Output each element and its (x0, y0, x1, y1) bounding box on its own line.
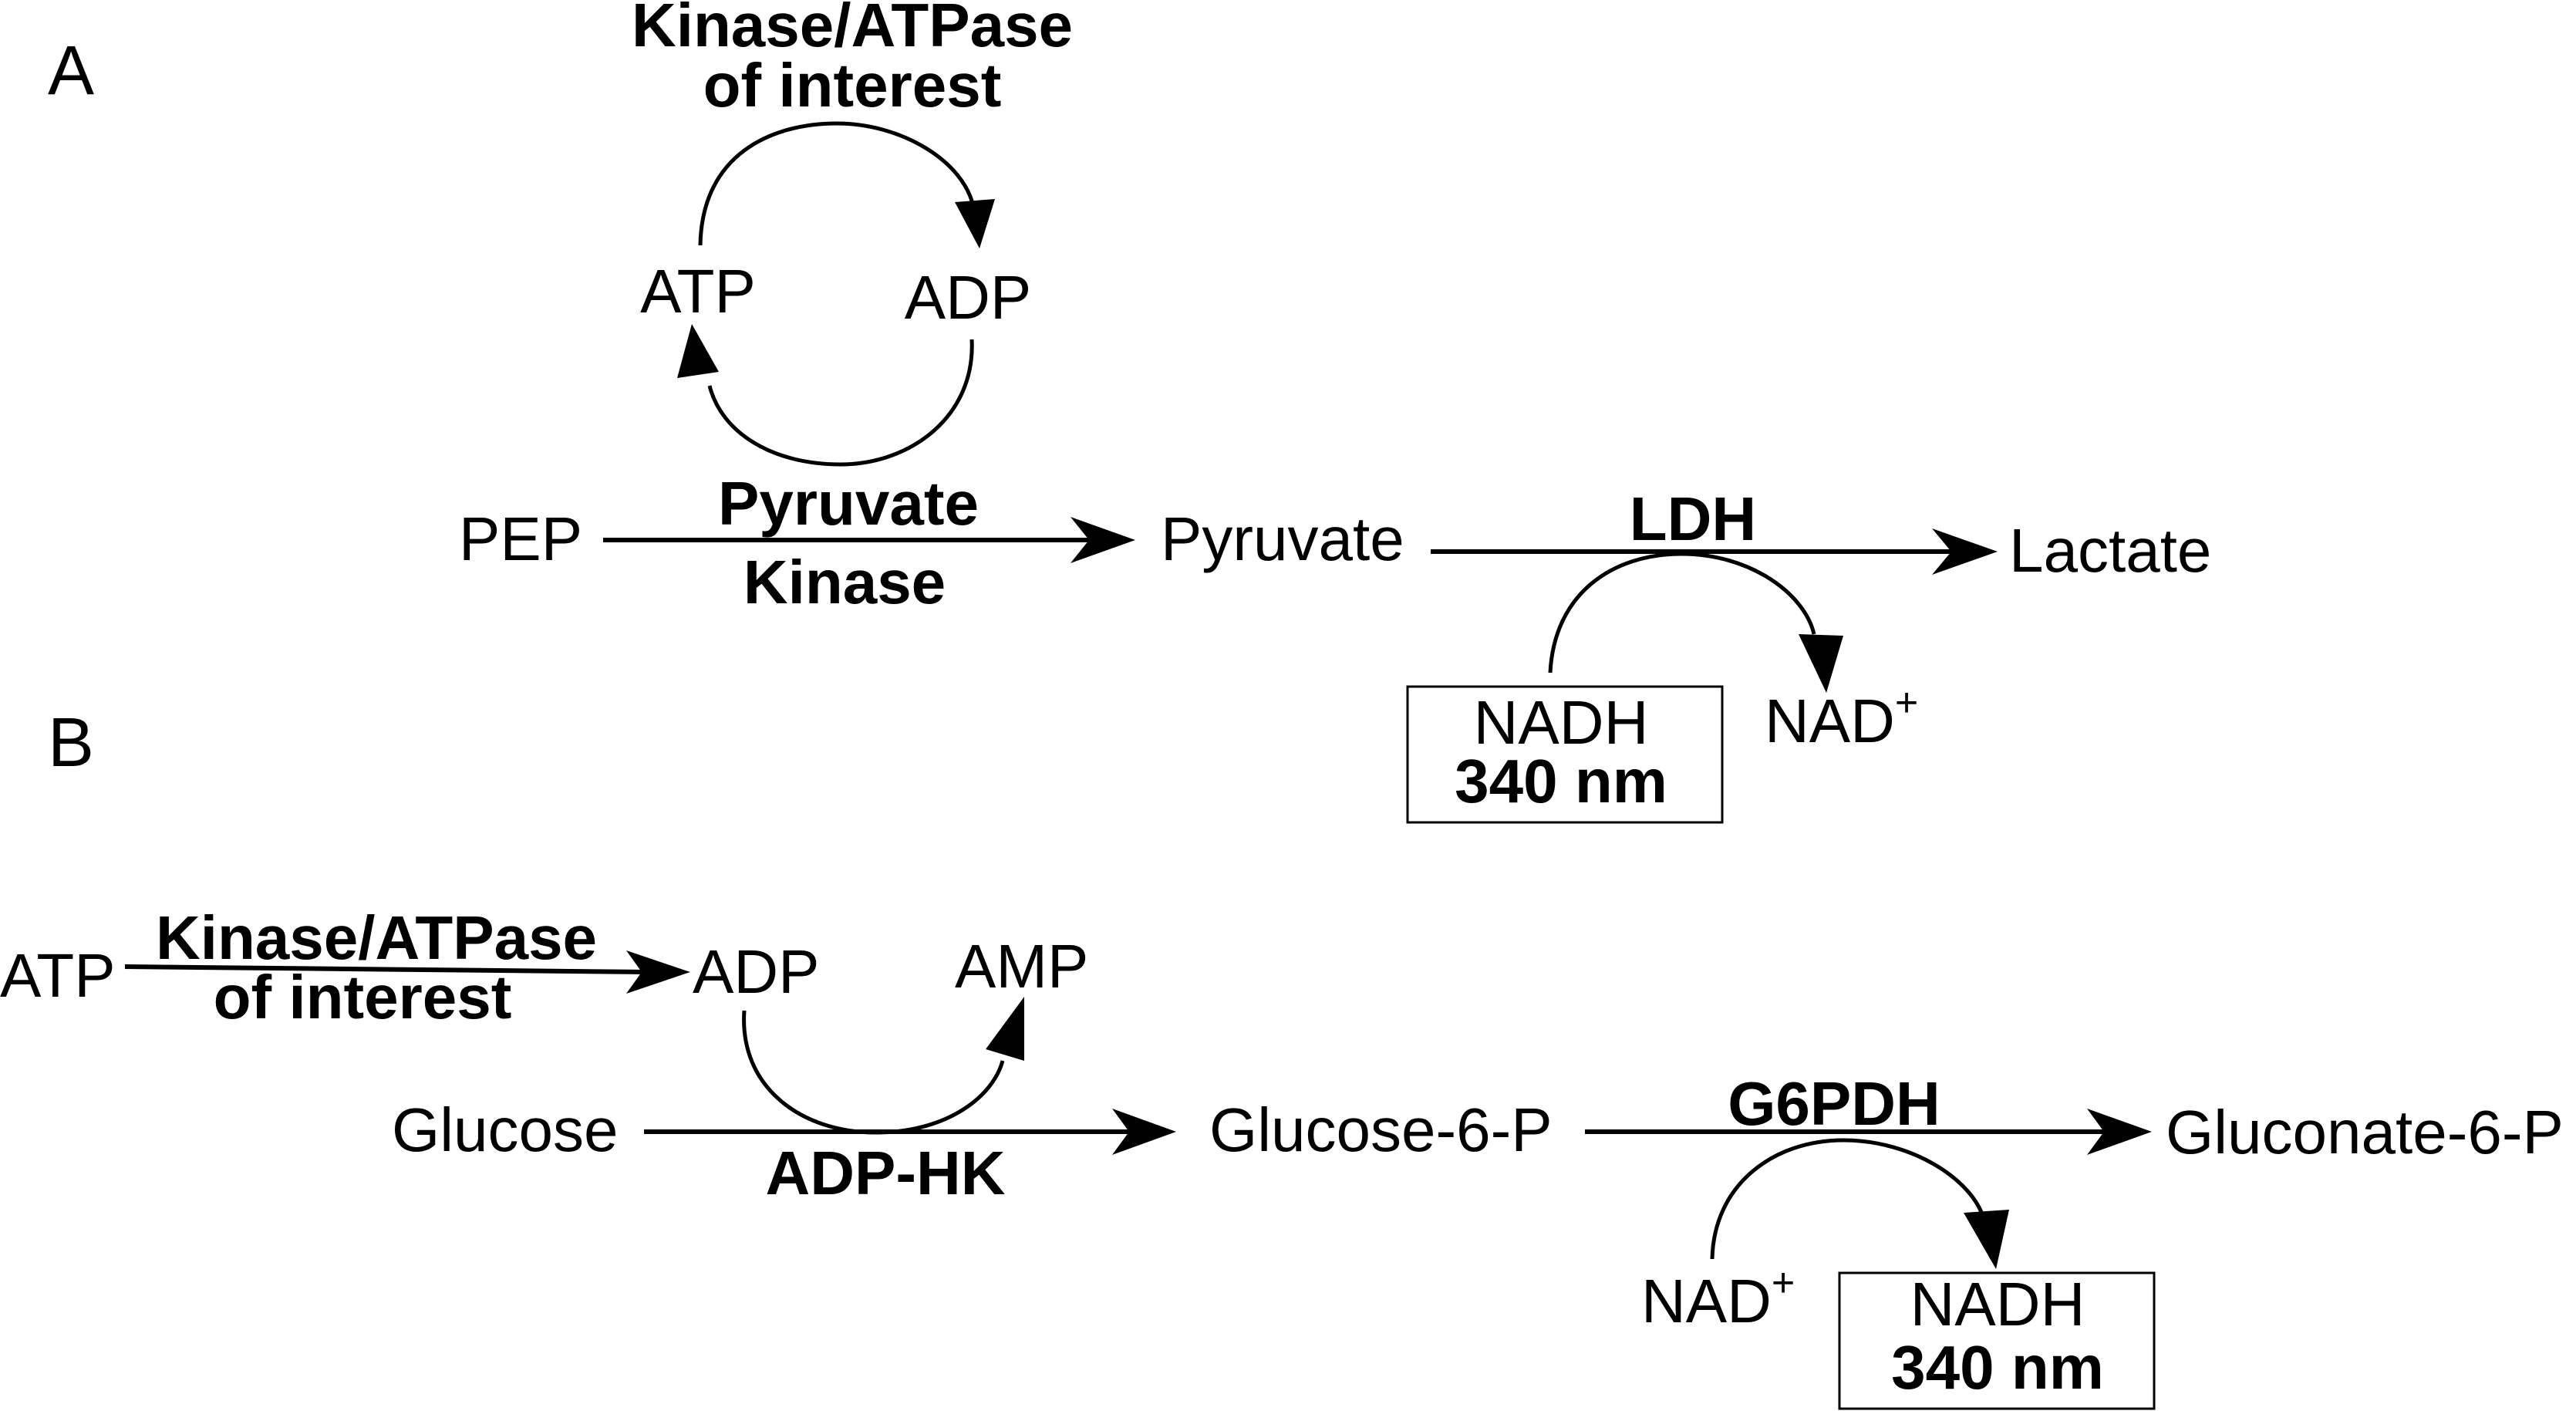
g6pdh-label: G6PDH (1728, 1069, 1940, 1138)
nad-plus-base-b: NAD (1641, 1267, 1772, 1335)
glucose-to-g6p-arrowhead (1112, 1109, 1176, 1155)
nadh-label: NADH (1474, 688, 1649, 757)
lactate-label: Lactate (2009, 516, 2211, 585)
panel-a: A Kinase/ATPase of interest ATP ADP PEP … (48, 0, 2211, 824)
adp-label: ADP (905, 263, 1032, 332)
wavelength-340nm-label: 340 nm (1455, 747, 1667, 815)
nad-plus-label-b: NAD+ (1641, 1261, 1795, 1335)
nad-plus-superscript: + (1895, 680, 1918, 725)
atp-to-adp-arrow (124, 964, 649, 974)
adp-hk-label: ADP-HK (765, 1139, 1005, 1207)
adp-label-b: ADP (693, 937, 820, 1006)
enzyme-of-interest-b-line2: of interest (214, 963, 512, 1031)
adp-to-atp-arc (707, 339, 974, 467)
enzyme-of-interest-label-line1: Kinase/ATPase (632, 0, 1073, 59)
panel-b-label: B (48, 704, 94, 781)
pyruvate-kinase-label-line2: Kinase (743, 548, 946, 616)
atp-to-adp-arrowhead-b (626, 950, 690, 994)
nadh-to-nad-arrowhead (1799, 634, 1843, 693)
wavelength-340nm-label-b: 340 nm (1891, 1333, 2104, 1402)
nadh-340nm-box (1406, 685, 1724, 824)
nadh-label-b: NADH (1910, 1270, 2085, 1338)
nadh-340nm-box-b (1838, 1271, 2156, 1410)
pyruvate-kinase-label-line1: Pyruvate (718, 469, 979, 538)
panel-a-label: A (48, 32, 94, 110)
pyruvate-to-lactate-arrowhead (1932, 528, 1998, 575)
g6p-to-gluconate-arrowhead (2087, 1109, 2152, 1155)
pep-label: PEP (459, 505, 582, 573)
atp-to-adp-arc (698, 121, 976, 246)
atp-label-b: ATP (0, 941, 116, 1010)
panel-b: B ATP Kinase/ATPase of interest ADP AMP … (0, 704, 2564, 1410)
gluconate-6-p-label: Gluconate-6-P (2166, 1098, 2564, 1166)
atp-label: ATP (640, 257, 756, 326)
nad-plus-superscript-b: + (1772, 1261, 1795, 1305)
adp-to-amp-arrowhead (986, 997, 1024, 1061)
atp-to-adp-arrowhead (955, 199, 995, 248)
glucose-6-p-label: Glucose-6-P (1209, 1095, 1553, 1164)
adp-to-amp-arc (742, 1010, 1005, 1135)
ldh-label: LDH (1630, 484, 1756, 553)
nad-to-nadh-arrowhead (1964, 1210, 2009, 1269)
pyruvate-label: Pyruvate (1161, 505, 1404, 573)
nad-plus-base: NAD (1765, 687, 1895, 755)
nad-to-nadh-arc (1710, 1138, 1986, 1260)
glucose-label: Glucose (392, 1095, 618, 1164)
enzyme-of-interest-label-line2: of interest (703, 51, 1002, 120)
pep-to-pyruvate-arrowhead (1071, 517, 1135, 563)
amp-label: AMP (955, 932, 1088, 1001)
enzyme-of-interest-b-line1: Kinase/ATPase (156, 903, 597, 972)
nad-plus-label: NAD+ (1765, 680, 1918, 755)
adp-to-atp-arrowhead (677, 324, 719, 378)
nadh-to-nad-arc (1548, 552, 1816, 673)
